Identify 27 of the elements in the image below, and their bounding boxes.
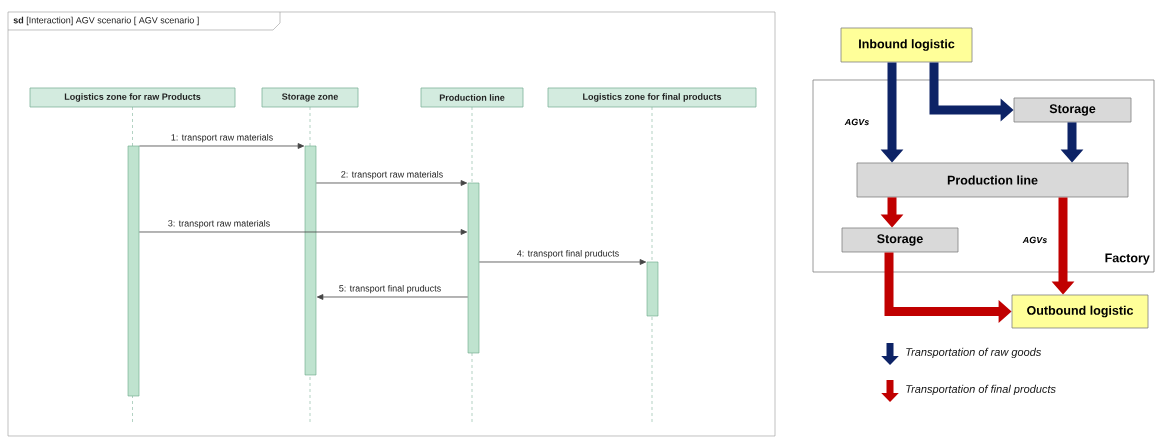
- activation-bar: [304, 145, 317, 376]
- activation-bar: [127, 145, 140, 397]
- legend-text: Transportation of final products: [906, 384, 1056, 396]
- message-label: 1: transport raw materials: [170, 133, 274, 143]
- process-box: Production line: [856, 162, 1129, 198]
- lifeline-head: Storage zone: [261, 87, 359, 108]
- lifeline-head: Logistics zone for final products: [547, 87, 757, 108]
- lifeline-head: Logistics zone for raw Products: [29, 87, 236, 108]
- activation-bar: [646, 261, 659, 317]
- lifeline-head: Production line: [420, 87, 524, 108]
- edge-label: AGVs: [1022, 236, 1048, 244]
- activation-bar: [467, 182, 480, 354]
- process-box: Storage: [841, 227, 959, 253]
- message-label: 5: transport final pruducts: [338, 284, 442, 294]
- edge-label: AGVs: [844, 118, 870, 126]
- message-arrow: [316, 294, 469, 300]
- message-arrow: [138, 229, 468, 235]
- message-arrow: [138, 143, 305, 149]
- message-arrow: [315, 180, 468, 186]
- legend-text: Transportation of raw goods: [906, 347, 1042, 359]
- message-label: 4: transport final pruducts: [516, 249, 620, 259]
- message-label: 3: transport raw materials: [167, 219, 271, 229]
- process-box: Storage: [1013, 97, 1132, 123]
- message-arrow: [478, 259, 647, 265]
- logistic-box: Inbound logistic: [840, 27, 973, 63]
- message-label: 2: transport raw materials: [340, 170, 444, 180]
- logistic-box: Outbound logistic: [1011, 294, 1149, 329]
